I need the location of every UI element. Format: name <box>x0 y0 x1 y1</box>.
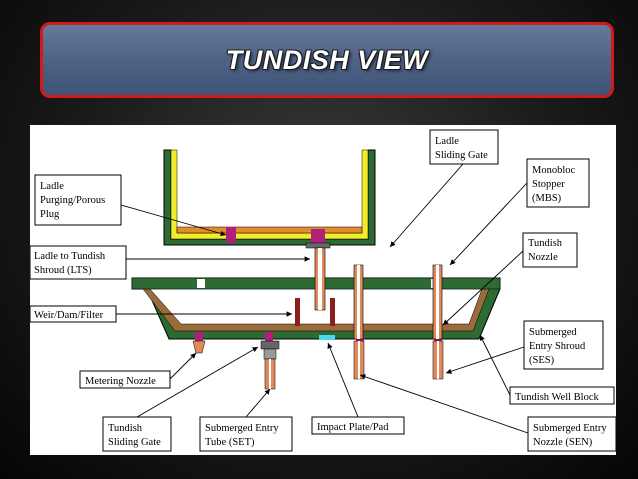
leader-sen <box>359 374 529 434</box>
label-set-2: Tube (SET) <box>205 437 255 448</box>
metering-nozzle <box>192 340 206 354</box>
label-monobloc-2: Stopper <box>532 179 565 190</box>
label-ses-2: Entry Shroud <box>529 341 586 352</box>
label-monobloc-1: Monobloc <box>532 165 576 176</box>
impact-pad <box>319 335 335 340</box>
label-tundish-well-block: Tundish Well Block <box>515 392 600 403</box>
title-banner: TUNDISH VIEW <box>40 22 614 98</box>
leader-metering <box>169 352 197 380</box>
weir <box>295 298 300 326</box>
tundish-diagram: Ladle Sliding Gate Monobloc Stopper (MBS… <box>29 125 617 455</box>
label-tundish-sliding-gate-1: Tundish <box>108 423 143 434</box>
leader-monobloc <box>449 182 528 266</box>
leader-impact <box>327 342 359 418</box>
label-ladle-purging-3: Plug <box>40 209 60 220</box>
ladle-shroud <box>314 247 326 311</box>
label-ladle-sliding-gate-2: Sliding Gate <box>435 150 488 161</box>
label-tundish-nozzle-1: Tundish <box>528 238 563 249</box>
leader-set <box>245 388 271 418</box>
label-ladle-sliding-gate-1: Ladle <box>435 136 459 147</box>
label-weir: Weir/Dam/Filter <box>34 310 104 321</box>
page-title: TUNDISH VIEW <box>225 44 429 75</box>
label-sen-1: Submerged Entry <box>533 423 607 434</box>
leader-ladle-purging <box>120 204 227 237</box>
ladle-purging-plug-part <box>226 227 236 243</box>
label-set-1: Submerged Entry <box>205 423 279 434</box>
leader-tundish-sliding-gate <box>136 346 259 418</box>
label-ladle-purging-1: Ladle <box>40 181 64 192</box>
label-impact-plate: Impact Plate/Pad <box>317 422 389 433</box>
submerged-entry-nozzle <box>353 340 365 380</box>
label-ladle-purging-2: Purging/Porous <box>40 195 105 206</box>
submerged-entry-tube <box>260 340 280 390</box>
leader-ladle-sliding-gate <box>389 163 464 248</box>
label-ses-1: Submerged <box>529 327 577 338</box>
label-ses-3: (SES) <box>529 355 555 366</box>
dam <box>330 298 335 326</box>
ladle-sliding-gate-part <box>311 229 325 243</box>
label-lts-1: Ladle to Tundish <box>34 251 106 262</box>
leader-ses <box>445 346 525 374</box>
label-metering-nozzle: Metering Nozzle <box>85 376 156 387</box>
label-sen-2: Nozzle (SEN) <box>533 437 593 448</box>
label-monobloc-3: (MBS) <box>532 193 562 204</box>
label-lts-2: Shroud (LTS) <box>34 265 92 276</box>
leader-well-block <box>479 334 511 396</box>
leader-tundish-nozzle <box>442 250 524 326</box>
label-tundish-nozzle-2: Nozzle <box>528 252 558 263</box>
ladle <box>163 149 376 249</box>
stopper-rods <box>353 264 443 340</box>
label-tundish-sliding-gate-2: Sliding Gate <box>108 437 161 448</box>
submerged-entry-shroud <box>432 340 444 380</box>
tundish-diagram-svg: Ladle Sliding Gate Monobloc Stopper (MBS… <box>29 129 617 452</box>
